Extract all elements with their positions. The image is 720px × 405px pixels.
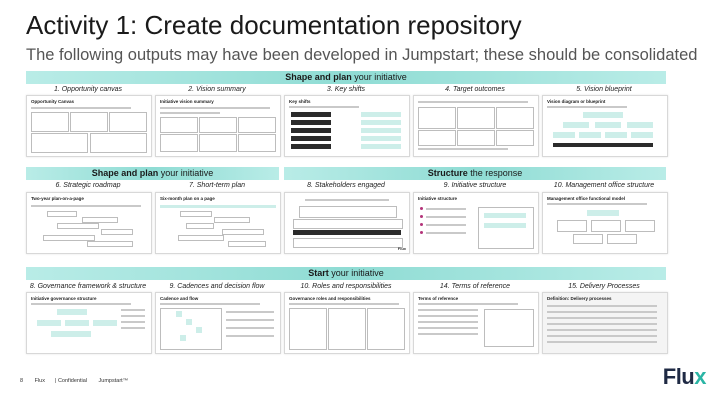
thumbnail-cadences-decision-flow[interactable]: Cadence and flow <box>155 292 281 354</box>
caption-short-term-plan: 7. Short-term plan <box>188 182 246 189</box>
caption-initiative-structure: 9. Initiative structure <box>443 182 507 189</box>
caption-vision-summary: 2. Vision summary <box>188 86 246 93</box>
band-rest: the response <box>467 168 523 178</box>
logo-text: Flu <box>662 364 695 389</box>
thumbnail-governance-framework[interactable]: Initiative governance structure <box>26 292 152 354</box>
caption-management-office: 10. Management office structure <box>553 182 655 189</box>
band-shape-plan: Shape and plan your initiative <box>26 71 666 84</box>
thumbnail-vision-summary[interactable]: Initiative vision summary <box>155 95 281 157</box>
caption-roles-responsibilities: 10. Roles and responsibilities <box>300 283 392 290</box>
band-rest: your initiative <box>351 72 407 82</box>
caption-terms-of-reference: 14. Terms of reference <box>439 283 511 290</box>
footer-product: Jumpstart™ <box>98 378 129 384</box>
thumbnail-strategic-roadmap[interactable]: Two-year plan-on-a-page <box>26 192 152 254</box>
thumbnail-title: Six-month plan on a page <box>160 196 215 201</box>
caption-stakeholders-engaged: 8. Stakeholders engaged <box>307 182 385 189</box>
thumbnail-title: Key shifts <box>289 99 311 104</box>
thumbnail-title: Two-year plan-on-a-page <box>31 196 84 201</box>
page-subtitle: The following outputs may have been deve… <box>26 46 698 64</box>
band-rest: your initiative <box>328 268 384 278</box>
band-structure: Structure the response <box>284 167 666 180</box>
thumbnail-initiative-structure[interactable]: Initiative structure <box>413 192 539 254</box>
thumbnail-terms-of-reference[interactable]: Terms of reference <box>413 292 539 354</box>
thumbnail-title: Management office functional model <box>547 196 626 201</box>
thumbnail-vision-blueprint[interactable]: Vision diagram or blueprint <box>542 95 668 157</box>
footer: 8 Flux| Confidential Jumpstart™ <box>20 378 129 384</box>
band-rest: your initiative <box>158 168 214 178</box>
page-title: Activity 1: Create documentation reposit… <box>26 10 522 40</box>
thumbnail-roles-responsibilities[interactable]: Governance roles and responsibilities <box>284 292 410 354</box>
thumbnail-title: Vision diagram or blueprint <box>547 99 606 104</box>
band-bold: Shape and plan <box>91 168 159 178</box>
thumbnail-title: Governance roles and responsibilities <box>289 296 371 301</box>
thumbnail-stakeholders-engaged[interactable]: Flux <box>284 192 410 254</box>
thumbnail-title: Initiative vision summary <box>160 99 214 104</box>
footer-classification: Confidential <box>57 378 87 384</box>
caption-target-outcomes: 4. Target outcomes <box>445 86 505 93</box>
band-bold: Shape and plan <box>285 72 352 82</box>
thumbnail-title: Definition: Delivery processes <box>547 296 612 301</box>
page-number: 8 <box>20 378 24 384</box>
thumbnail-title: Opportunity Canvas <box>31 99 75 104</box>
footer-brand: Flux <box>34 378 45 384</box>
thumbnail-title: Initiative governance structure <box>31 296 97 301</box>
thumbnail-key-shifts[interactable]: Key shifts <box>284 95 410 157</box>
logo-accent: x <box>694 364 706 389</box>
thumbnail-title: Initiative structure <box>418 196 458 201</box>
flux-logo: Flux <box>662 364 707 390</box>
caption-key-shifts: 3. Key shifts <box>326 86 366 93</box>
thumbnail-management-office[interactable]: Management office functional model <box>542 192 668 254</box>
band-shape-plan-2: Shape and plan your initiative <box>26 167 279 180</box>
thumbnail-short-term-plan[interactable]: Six-month plan on a page <box>155 192 281 254</box>
band-bold: Structure <box>427 168 468 178</box>
caption-delivery-processes: 15. Delivery Processes <box>568 283 640 290</box>
caption-cadences-decision-flow: 9. Cadences and decision flow <box>169 283 265 290</box>
thumbnail-title: Cadence and flow <box>160 296 199 301</box>
caption-governance-framework: 8. Governance framework & structure <box>29 283 147 290</box>
thumbnail-delivery-processes[interactable]: Definition: Delivery processes <box>542 292 668 354</box>
caption-strategic-roadmap: 6. Strategic roadmap <box>55 182 121 189</box>
thumbnail-target-outcomes[interactable] <box>413 95 539 157</box>
thumbnail-title: Terms of reference <box>418 296 459 301</box>
band-bold: Start <box>308 268 329 278</box>
caption-opportunity-canvas: 1. Opportunity canvas <box>53 86 123 93</box>
thumbnail-opportunity-canvas[interactable]: Opportunity Canvas <box>26 95 152 157</box>
caption-vision-blueprint: 5. Vision blueprint <box>576 86 632 93</box>
band-start: Start your initiative <box>26 267 666 280</box>
